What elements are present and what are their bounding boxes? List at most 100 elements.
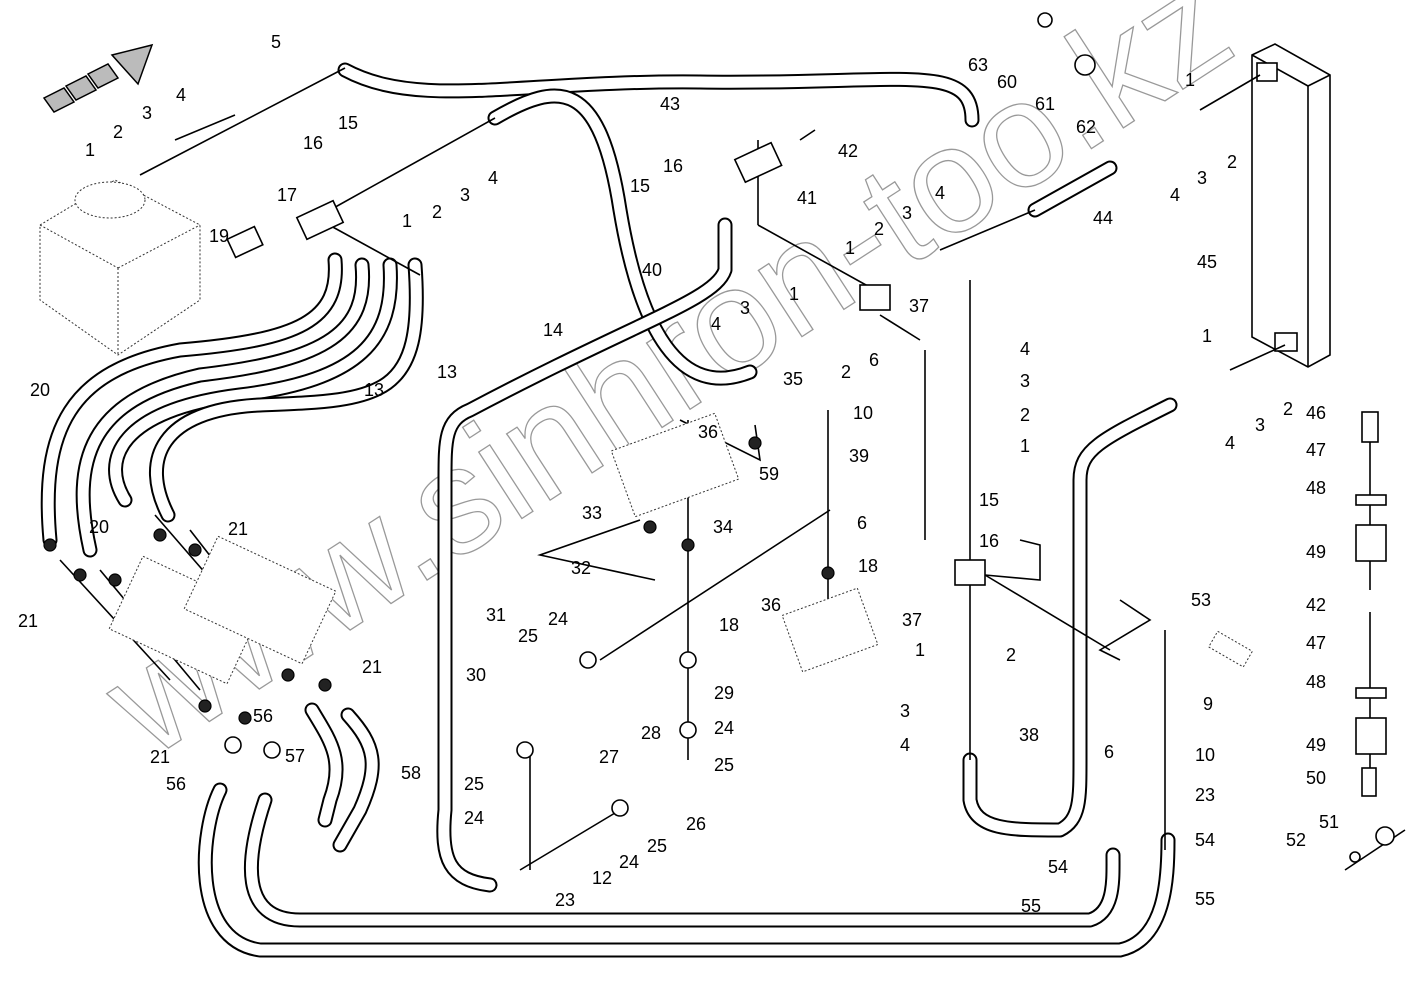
callout-21: 21 bbox=[228, 519, 248, 539]
callout-23: 23 bbox=[555, 890, 575, 910]
callout-36: 36 bbox=[761, 595, 781, 615]
callout-33: 33 bbox=[582, 503, 602, 523]
callout-45: 45 bbox=[1197, 252, 1217, 272]
callout-57: 57 bbox=[285, 746, 305, 766]
callout-6: 6 bbox=[1104, 742, 1114, 762]
callout-46: 46 bbox=[1306, 403, 1326, 423]
callout-2: 2 bbox=[432, 202, 442, 222]
callout-28: 28 bbox=[641, 723, 661, 743]
callout-54: 54 bbox=[1048, 857, 1068, 877]
callout-2: 2 bbox=[841, 362, 851, 382]
callout-16: 16 bbox=[979, 531, 999, 551]
callout-18: 18 bbox=[719, 615, 739, 635]
callout-26: 26 bbox=[686, 814, 706, 834]
callout-34: 34 bbox=[713, 517, 733, 537]
callout-1: 1 bbox=[1202, 326, 1212, 346]
callout-16: 16 bbox=[303, 133, 323, 153]
hydraulic-tank bbox=[39, 179, 201, 356]
callout-2: 2 bbox=[1283, 399, 1293, 419]
callout-1: 1 bbox=[845, 238, 855, 258]
callout-52: 52 bbox=[1286, 830, 1306, 850]
callout-48: 48 bbox=[1306, 672, 1326, 692]
callout-1: 1 bbox=[915, 640, 925, 660]
callout-37: 37 bbox=[902, 610, 922, 630]
callout-39: 39 bbox=[849, 446, 869, 466]
callout-49: 49 bbox=[1306, 735, 1326, 755]
hoses bbox=[40, 62, 1178, 958]
callout-25: 25 bbox=[647, 836, 667, 856]
callout-42: 42 bbox=[838, 141, 858, 161]
callout-3: 3 bbox=[900, 701, 910, 721]
callout-4: 4 bbox=[711, 314, 721, 334]
callout-56: 56 bbox=[166, 774, 186, 794]
callout-24: 24 bbox=[464, 808, 484, 828]
callout-30: 30 bbox=[466, 665, 486, 685]
callout-15: 15 bbox=[979, 490, 999, 510]
callout-51: 51 bbox=[1319, 812, 1339, 832]
callout-21: 21 bbox=[362, 657, 382, 677]
callout-27: 27 bbox=[599, 747, 619, 767]
callout-1: 1 bbox=[1185, 70, 1195, 90]
callout-20: 20 bbox=[30, 380, 50, 400]
callout-42: 42 bbox=[1306, 595, 1326, 615]
callout-10: 10 bbox=[1195, 745, 1215, 765]
callout-13: 13 bbox=[437, 362, 457, 382]
callout-21: 21 bbox=[150, 747, 170, 767]
callout-56: 56 bbox=[253, 706, 273, 726]
callout-55: 55 bbox=[1195, 889, 1215, 909]
callout-3: 3 bbox=[1255, 415, 1265, 435]
callout-15: 15 bbox=[338, 113, 358, 133]
callout-43: 43 bbox=[660, 94, 680, 114]
callout-36: 36 bbox=[698, 422, 718, 442]
callout-24: 24 bbox=[548, 609, 568, 629]
callout-24: 24 bbox=[619, 852, 639, 872]
callout-5: 5 bbox=[271, 32, 281, 52]
callout-38: 38 bbox=[1019, 725, 1039, 745]
oil-cooler bbox=[1251, 43, 1331, 368]
callout-4: 4 bbox=[900, 735, 910, 755]
assembly-lines bbox=[59, 67, 1406, 871]
callout-6: 6 bbox=[857, 513, 867, 533]
callout-17: 17 bbox=[277, 185, 297, 205]
callout-25: 25 bbox=[518, 626, 538, 646]
callout-47: 47 bbox=[1306, 633, 1326, 653]
callout-18: 18 bbox=[858, 556, 878, 576]
callout-58: 58 bbox=[401, 763, 421, 783]
callout-41: 41 bbox=[797, 188, 817, 208]
components bbox=[43, 12, 1395, 863]
callout-29: 29 bbox=[714, 683, 734, 703]
callout-59: 59 bbox=[759, 464, 779, 484]
callout-25: 25 bbox=[464, 774, 484, 794]
callout-63: 63 bbox=[968, 55, 988, 75]
callout-2: 2 bbox=[1227, 152, 1237, 172]
callout-1: 1 bbox=[85, 140, 95, 160]
callout-60: 60 bbox=[997, 72, 1017, 92]
callout-3: 3 bbox=[740, 298, 750, 318]
callout-32: 32 bbox=[571, 558, 591, 578]
callout-4: 4 bbox=[176, 85, 186, 105]
callout-4: 4 bbox=[1225, 433, 1235, 453]
callout-62: 62 bbox=[1076, 117, 1096, 137]
callout-1: 1 bbox=[402, 211, 412, 231]
direction-arrow-icon bbox=[42, 43, 154, 113]
callout-3: 3 bbox=[1020, 371, 1030, 391]
callout-35: 35 bbox=[783, 369, 803, 389]
callout-2: 2 bbox=[1020, 405, 1030, 425]
callout-54: 54 bbox=[1195, 830, 1215, 850]
callout-19: 19 bbox=[209, 226, 229, 246]
callout-3: 3 bbox=[1197, 168, 1207, 188]
callout-12: 12 bbox=[592, 868, 612, 888]
callout-47: 47 bbox=[1306, 440, 1326, 460]
callout-1: 1 bbox=[1020, 436, 1030, 456]
callout-49: 49 bbox=[1306, 542, 1326, 562]
callout-31: 31 bbox=[486, 605, 506, 625]
callout-2: 2 bbox=[1006, 645, 1016, 665]
callout-2: 2 bbox=[874, 219, 884, 239]
callout-4: 4 bbox=[1020, 339, 1030, 359]
callout-15: 15 bbox=[630, 176, 650, 196]
callout-21: 21 bbox=[18, 611, 38, 631]
callout-53: 53 bbox=[1191, 590, 1211, 610]
callout-1: 1 bbox=[789, 284, 799, 304]
